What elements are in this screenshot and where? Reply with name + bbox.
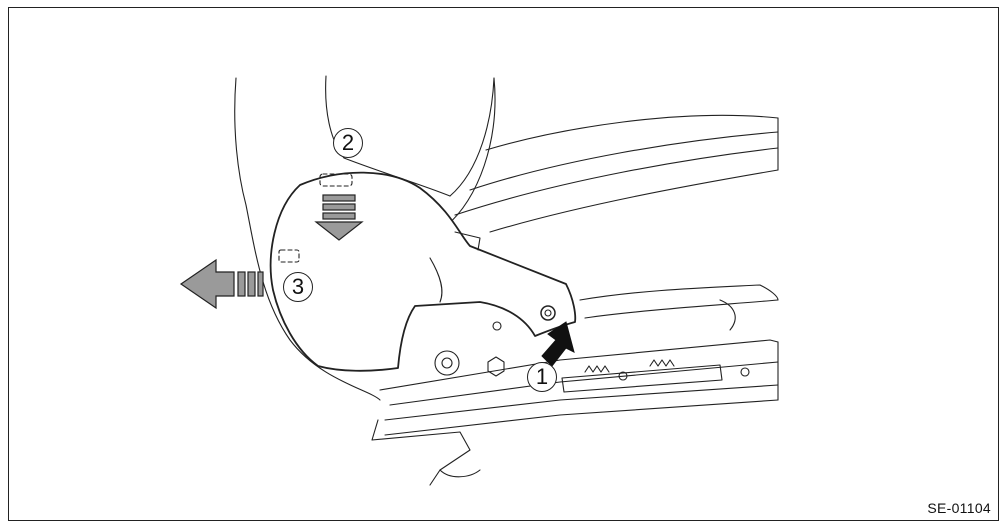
bolt-rear: [740, 367, 750, 377]
spring-1: [584, 365, 610, 373]
seat-side-2: [584, 299, 779, 319]
seat-back-side: [449, 77, 495, 197]
callout-3: 3: [283, 272, 313, 302]
callout-1: 1: [527, 362, 557, 392]
bolt-hex: [487, 356, 505, 377]
cushion-line-2: [469, 131, 779, 191]
seat-side-cover: [269, 171, 577, 372]
bolt-mid: [618, 371, 628, 381]
rail-foot: [371, 419, 471, 486]
cover-recess: [429, 257, 443, 303]
rail-top: [379, 339, 779, 391]
bolt-left: [434, 350, 460, 376]
cushion-line-4: [489, 169, 779, 233]
seat-side-3: [719, 299, 736, 331]
cushion-line-1: [485, 114, 779, 151]
arrow-up-push-icon: [541, 321, 575, 367]
arrow-left-icon: [179, 258, 264, 310]
seat-back-edge: [445, 77, 496, 227]
seat-side: [579, 284, 779, 301]
rail-mid: [389, 361, 779, 406]
callout-2: 2: [333, 128, 363, 158]
bolt-small: [492, 321, 502, 331]
cushion-hook: [454, 231, 481, 251]
spring-2: [649, 359, 675, 367]
rail-bottom: [384, 384, 779, 421]
clip-3-hidden: [278, 249, 300, 263]
seat-lower-curve: [245, 204, 381, 401]
rail-slot: [561, 364, 723, 393]
cushion-line-3: [454, 147, 779, 216]
arrow-down-icon: [314, 194, 364, 241]
figure-code: SE-01104: [927, 500, 991, 516]
seat-back-outline: [234, 77, 247, 206]
rail-bottom-2: [384, 399, 779, 436]
rail-foot-2: [439, 469, 481, 478]
bolt-left-inner: [441, 357, 453, 369]
seat-back-outline-inner: [325, 75, 451, 197]
screw-1-inner: [544, 309, 552, 317]
screw-1: [540, 305, 556, 321]
